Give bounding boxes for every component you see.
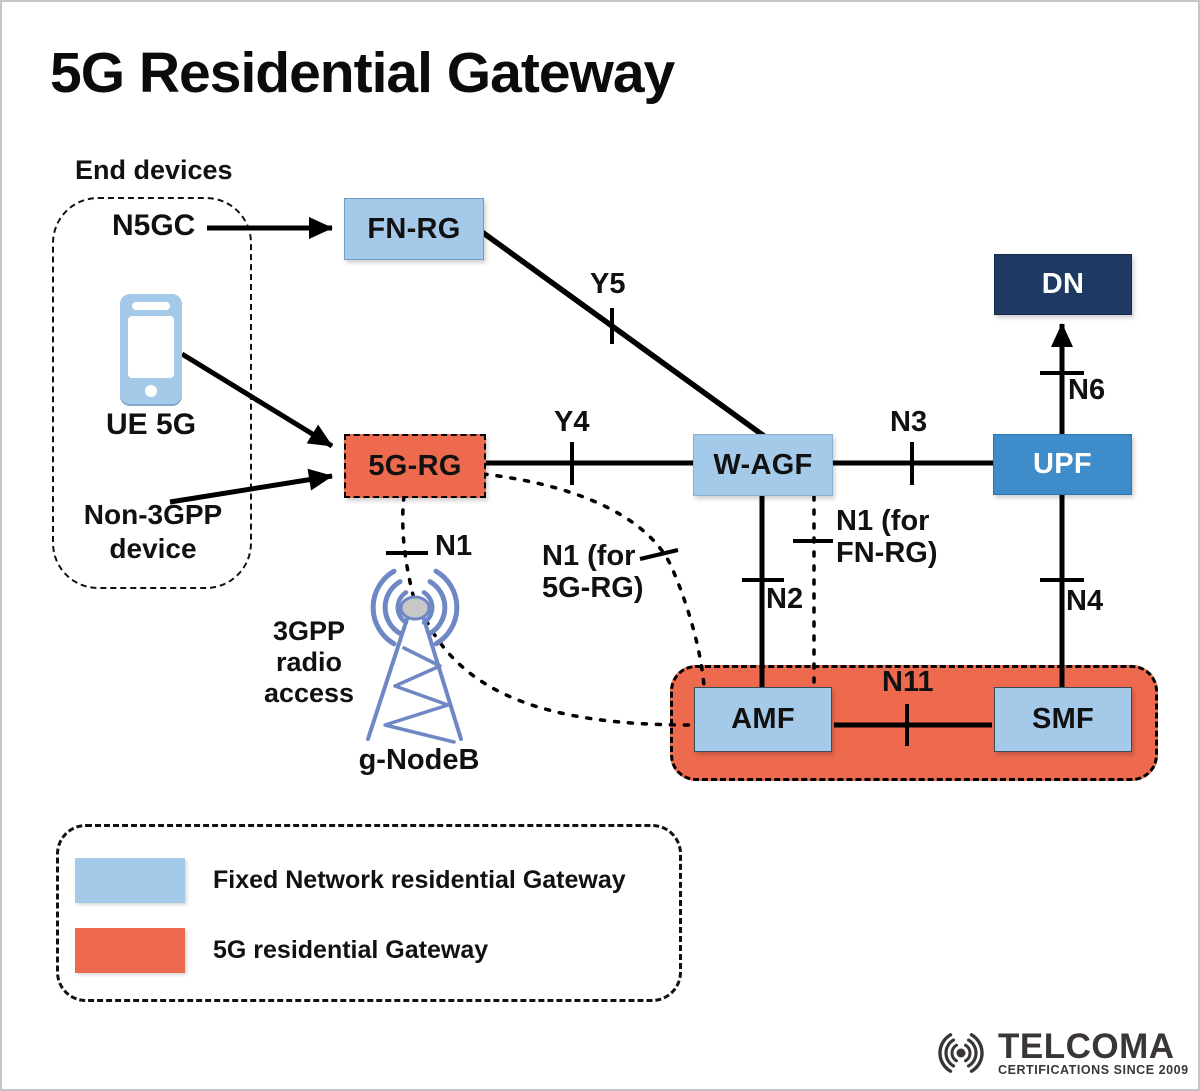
logo-text: TELCOMA CERTIFICATIONS SINCE 2009: [998, 1026, 1189, 1077]
smartphone-icon: [120, 294, 182, 404]
interface-label-n3: N3: [890, 406, 928, 438]
page-title: 5G Residential Gateway: [50, 41, 675, 105]
phone-speaker: [132, 302, 170, 310]
legend-swatch-orange: [75, 928, 185, 973]
gnodeb-icon: [366, 568, 463, 744]
node-w-agf: W-AGF: [693, 434, 833, 496]
legend-container: [56, 824, 682, 1002]
node-5g-rg: 5G-RG: [344, 434, 486, 498]
dashed-5grg-to-amf-n1-5grg: [481, 472, 706, 688]
end-devices-label: End devices: [75, 155, 233, 185]
legend-label: Fixed Network residential Gateway: [213, 866, 626, 894]
interface-label-n4: N4: [1066, 585, 1104, 617]
interface-label-n6: N6: [1068, 374, 1106, 406]
radio-waves-icon: [938, 1033, 984, 1073]
node-smf: SMF: [994, 687, 1132, 752]
logo-name: TELCOMA: [998, 1026, 1175, 1066]
3gpp-radio-access-label: 3GPP radio access: [263, 616, 355, 708]
node-upf: UPF: [993, 434, 1132, 495]
ue-5g-label: UE 5G: [106, 408, 197, 441]
node-fn-rg: FN-RG: [344, 198, 484, 260]
arrow-non3gpp-to-5grg: [169, 468, 333, 505]
telcoma-logo: TELCOMA CERTIFICATIONS SINCE 2009: [930, 1024, 1190, 1082]
legend-label: 5G residential Gateway: [213, 936, 489, 964]
legend-swatch-lightblue: [75, 858, 185, 903]
end-devices-group: [52, 197, 252, 589]
phone-home-button: [145, 385, 157, 397]
interface-label-n1-for-5grg: N1 (for 5G-RG): [542, 540, 644, 604]
arrow-ue5g-to-5grg: [180, 351, 334, 449]
dashed-gnodeb-to-amf: [424, 618, 692, 727]
node-dn: DN: [994, 254, 1132, 315]
interface-label-n1-for-fnrg: N1 (for FN-RG): [836, 505, 938, 569]
non-3gpp-device-label: Non-3GPP device: [83, 499, 223, 564]
legend-item-5g-gateway: 5G residential Gateway: [75, 928, 488, 973]
interface-label-n11: N11: [882, 666, 934, 698]
n5gc-label: N5GC: [112, 209, 196, 242]
logo-tagline: CERTIFICATIONS SINCE 2009: [998, 1062, 1189, 1077]
dashed-5grg-to-gnodeb-n1: [401, 494, 416, 601]
tick-n1-5grg: [639, 548, 679, 561]
node-amf: AMF: [694, 687, 832, 752]
line-fnrg-to-wagf-y5: [480, 229, 766, 439]
gnodeb-label: g-NodeB: [358, 744, 480, 776]
legend-item-fixed-network: Fixed Network residential Gateway: [75, 858, 626, 903]
interface-label-y4: Y4: [554, 406, 590, 438]
interface-label-n2: N2: [766, 583, 804, 615]
phone-screen: [128, 316, 174, 378]
interface-label-y5: Y5: [590, 268, 626, 300]
interface-label-n1: N1: [435, 530, 473, 562]
